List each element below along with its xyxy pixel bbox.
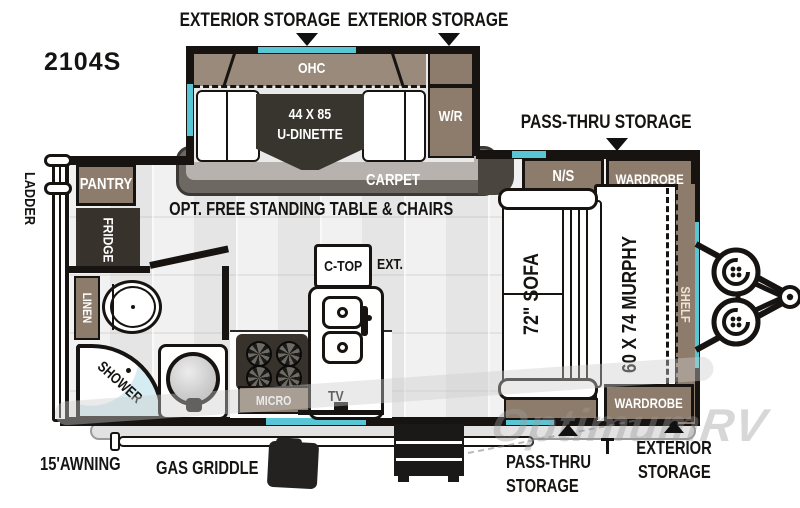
sink-drain [337, 307, 348, 318]
exterior-storage-label-2: EXTERIOR STORAGE [347, 10, 509, 31]
window-front [692, 222, 699, 368]
ladder-rung [44, 154, 72, 167]
slide-window-left [187, 84, 193, 136]
pantry: PANTRY [76, 164, 136, 206]
step-foot [448, 476, 459, 482]
ohc-label: OHC [298, 59, 326, 77]
wall-top-left [60, 156, 194, 165]
ladder-label: LADDER [20, 171, 38, 225]
window-bottom-bedroom [506, 418, 554, 425]
toilet-tank-line [112, 284, 114, 330]
carpet-label: CARPET [366, 172, 420, 189]
bench-cushion-line [404, 92, 406, 160]
step-foot [398, 476, 409, 482]
tv-label: TV [328, 388, 344, 405]
callout-arrow-down-icon [438, 33, 460, 46]
murphy-bed-dashed-edge [666, 188, 669, 420]
sink-drain [337, 342, 348, 353]
ctop-extension [314, 244, 372, 288]
dinette-name-label: U-DINETTE [277, 126, 343, 143]
utility-hookup-icon [606, 438, 609, 454]
dinette-bench-left [196, 90, 260, 162]
callout-arrow-down-icon [606, 138, 628, 151]
bath-faucet [186, 398, 202, 412]
window-top-right [512, 151, 546, 158]
toilet-bowl-line [110, 286, 156, 328]
burner-icon [276, 341, 302, 367]
slide-dashed-line [194, 85, 426, 88]
burner-icon [246, 341, 272, 367]
toilet-drain-dot [131, 305, 135, 309]
hitch-assembly [694, 241, 800, 353]
kitchen-faucet [361, 306, 368, 336]
sofa-back [560, 200, 602, 388]
slide-window-top [258, 47, 356, 53]
exterior-storage-label-bottom-2: STORAGE [637, 462, 711, 482]
awning-label: 15'AWNING [40, 454, 121, 474]
shelf [676, 184, 695, 424]
sofa-back-line [570, 204, 572, 384]
bench-cushion-line [226, 92, 228, 160]
propane-tank-icon [711, 247, 761, 297]
entry-steps [394, 424, 464, 476]
bath-wall-horizontal [68, 266, 150, 273]
exterior-storage-label-1: EXTERIOR STORAGE [179, 10, 341, 31]
shelf-label: SHELF [678, 285, 693, 323]
callout-arrow-up-icon [558, 424, 578, 436]
gas-griddle-label: GAS GRIDDLE [156, 458, 259, 478]
wardrobe-bottom: WARDROBE [604, 384, 694, 422]
sofa-armrest-top [498, 188, 598, 210]
callout-arrow-down-icon [296, 33, 318, 46]
callout-arrow-up-icon [664, 421, 684, 433]
tv-bracket [298, 410, 384, 415]
microwave: MICRO [238, 386, 310, 414]
option-note: OPT. FREE STANDING TABLE & CHAIRS [169, 199, 454, 219]
exterior-storage-label-bottom-1: EXTERIOR [636, 438, 712, 458]
dinette-size-label: 44 X 85 [288, 106, 332, 123]
pass-thru-storage-label-bottom-2: STORAGE [506, 476, 579, 496]
linen-cabinet: LINEN [74, 276, 100, 340]
ctop-ext-label: EXT. [377, 256, 403, 273]
step-tread-line [396, 441, 462, 444]
sofa-back-line [578, 204, 580, 384]
wr-divider [430, 84, 472, 88]
under-sofa-storage [504, 398, 598, 420]
window-bottom-kitchen [266, 418, 366, 425]
step-tread-line [396, 458, 462, 461]
shower-drain-dot [126, 368, 131, 373]
wr-label: W/R [439, 107, 463, 125]
utility-hookup-icon-bar [601, 438, 614, 441]
bath-wall-vertical [222, 266, 229, 340]
propane-tank-icon [711, 297, 761, 347]
sofa-seat-line [504, 293, 562, 295]
sofa-label: 72" SOFA [520, 253, 544, 335]
kitchen-faucet-knob [366, 315, 372, 321]
tv-mount [334, 402, 348, 411]
wall-bottom [60, 417, 700, 426]
pass-thru-storage-label-bottom-1: PASS-THRU [506, 452, 592, 472]
pass-thru-storage-label-top: PASS-THRU STORAGE [520, 112, 692, 133]
sofa-back-line [586, 204, 588, 384]
ctop-label: C-TOP [323, 257, 363, 275]
ladder-rung [44, 182, 72, 195]
awning-bar [118, 436, 534, 447]
wall-top-right [476, 150, 700, 159]
griddle-handle [275, 437, 303, 447]
dinette-bench-right [362, 90, 426, 162]
fridge: FRIDGE [76, 208, 140, 272]
model-number: 2104S [44, 48, 122, 76]
bumper-line [59, 158, 61, 418]
slide-wall-right [472, 46, 480, 156]
